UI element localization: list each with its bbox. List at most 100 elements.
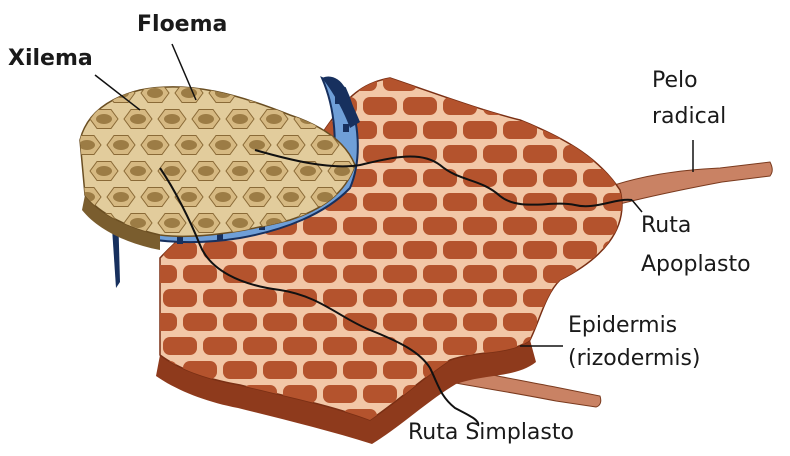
cortex-cell [483,145,517,163]
cortex-cell [443,337,477,355]
cortex-cell [283,433,317,451]
cortex-cell [603,97,637,115]
cortex-cell [563,193,597,211]
cortex-cell [143,409,177,427]
cortex-cell [243,337,277,355]
cortex-cell [223,313,257,331]
cortex-cell [263,313,297,331]
cortex-cell [723,289,757,307]
stele-cell-core [164,218,180,228]
stele-cell-core [266,114,282,124]
cortex-cell [523,193,557,211]
stele-cell-core [334,166,350,176]
cortex-cell [583,121,617,139]
cortex-cell [503,73,537,91]
ruta-simplasto-label: Ruta Simplasto [408,420,574,446]
cortex-cell [263,265,297,283]
cortex-cell [383,169,417,187]
cortex-cell [423,73,457,91]
cortex-cell [423,217,457,235]
casparian-strip [177,236,183,244]
epidermis-label-line1: Epidermis [568,313,677,339]
cortex-cell [383,313,417,331]
stele-cell [107,240,135,259]
cortex-cell [703,409,737,427]
stele-cell-core [232,114,248,124]
cortex-cell [723,193,757,211]
ruta-apoplasto-pointer [632,200,642,212]
cortex-cell [183,409,217,427]
casparian-strip [343,124,349,132]
cortex-cell [403,289,437,307]
stele-cell-core [198,166,214,176]
cortex-cell [163,289,197,307]
stele-cell-core [232,218,248,228]
cortex-cell [563,241,597,259]
cortex-cell [683,433,717,451]
cortex-cell [463,313,497,331]
cortex-cell [723,145,757,163]
cortex-cell [503,169,537,187]
cortex-cell [363,289,397,307]
epidermis-label-line2: (rizodermis) [568,346,701,372]
cortex-cell [603,145,637,163]
cortex-cell [323,289,357,307]
stele-cell-core [79,88,95,98]
cortex-cell [363,241,397,259]
stele-cell-core [266,166,282,176]
cortex-cell [443,193,477,211]
stele-cell-core [283,192,299,202]
cortex-cell [283,97,317,115]
cortex-cell [383,217,417,235]
cortex-cell [583,217,617,235]
cortex-cell [383,265,417,283]
stele-cell-core [96,114,112,124]
cortex-cell [723,433,757,451]
stele-cell-core [181,192,197,202]
cortex-cell [203,241,237,259]
cortex-cell [223,361,257,379]
cortex-cell [563,145,597,163]
cortex-cell [643,433,677,451]
cortex-cell [183,265,217,283]
cortex-cell [463,217,497,235]
cortex-cell [503,313,537,331]
cortex-cell [703,313,737,331]
cortex-cell [683,385,717,403]
stele-cell [73,240,101,259]
cortex-cell [363,97,397,115]
xilema-label: Xilema [8,46,93,72]
cortex-cell [583,409,617,427]
stele-cell-core [79,140,95,150]
cortex-cell [383,73,417,91]
cortex-cell [303,313,337,331]
cortex-cell [723,337,757,355]
cortex-cell [323,337,357,355]
stele-cell-core [147,192,163,202]
cortex-cell [403,241,437,259]
cortex-cell [243,241,277,259]
cortex-cell [443,97,477,115]
cortex-cell [543,121,577,139]
stele-cell [73,84,101,103]
cortex-cell [663,409,697,427]
cortex-cell [583,265,617,283]
stele-cell-core [215,140,231,150]
cortex-cell [503,217,537,235]
cortex-cell [683,145,717,163]
cortex-cell [563,97,597,115]
stele-cell-core [300,166,316,176]
cortex-cell [263,361,297,379]
stele-cell-core [79,244,95,254]
cortex-cell [223,73,257,91]
cortex-cell [263,73,297,91]
cortex-cell [643,385,677,403]
stele-cell-core [249,192,265,202]
floema-label: Floema [137,12,227,38]
cortex-cell [483,289,517,307]
stele-cell-core [215,192,231,202]
cortex-cell [503,121,537,139]
cortex-cell [423,265,457,283]
cortex-cell [683,289,717,307]
